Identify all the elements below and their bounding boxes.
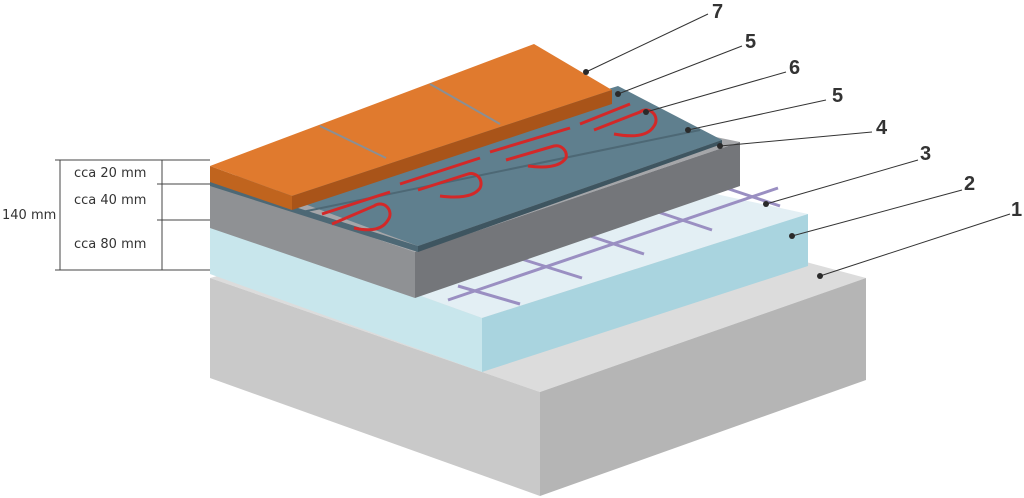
dim-top-label: cca 20 mm <box>74 166 146 181</box>
insulation-front <box>210 220 482 372</box>
insulation-right <box>482 214 808 372</box>
leader-line <box>585 13 709 73</box>
callout-number: 4 <box>876 117 888 139</box>
callout-number: 5 <box>832 85 843 107</box>
heating-cable <box>321 102 658 232</box>
callouts: 7 5 6 5 4 3 2 1 <box>583 1 1022 279</box>
heating-cable-loop <box>505 144 568 169</box>
leader-line <box>719 131 873 147</box>
leader-dot <box>583 69 589 75</box>
leader-line <box>645 71 787 113</box>
tile-layer <box>210 44 612 210</box>
heating-screed-edge <box>418 140 722 252</box>
dim-middle-label: cca 40 mm <box>74 193 146 208</box>
leader-dot <box>763 201 769 207</box>
base-slab-front <box>210 278 540 496</box>
dim-bottom-label: cca 80 mm <box>74 237 146 252</box>
leader-dot <box>685 127 691 133</box>
mesh-bar <box>457 284 521 306</box>
leader-line <box>617 45 743 95</box>
tile-top <box>210 44 612 196</box>
callout-number: 3 <box>920 143 931 165</box>
tile-right <box>292 90 612 210</box>
callout-number: 7 <box>712 1 723 23</box>
leader-line <box>819 213 1011 277</box>
callout-number: 6 <box>789 57 800 79</box>
leader-dot <box>789 233 795 239</box>
leader-dot <box>615 91 621 97</box>
leader-dot <box>717 143 723 149</box>
leader-dot <box>643 109 649 115</box>
heating-cable-loop <box>417 172 483 199</box>
dimension-annotations: 140 mm cca 20 mm cca 40 mm cca 80 mm <box>2 159 210 271</box>
concrete-right <box>415 142 740 298</box>
heating-cable-run <box>321 102 631 216</box>
callout-number: 5 <box>745 31 756 53</box>
tile-front <box>210 166 292 210</box>
callout-number: 2 <box>964 173 975 195</box>
tile-joint <box>429 83 501 125</box>
dim-total-label: 140 mm <box>2 208 56 223</box>
concrete-front <box>210 182 415 298</box>
heating-cable-loop <box>331 202 392 232</box>
leader-line <box>687 99 827 131</box>
leader-line <box>791 189 963 237</box>
tile-joint <box>319 125 387 159</box>
leader-line <box>765 159 919 205</box>
leader-dot <box>817 273 823 279</box>
base-slab-right <box>540 278 866 496</box>
callout-number: 1 <box>1011 199 1022 221</box>
